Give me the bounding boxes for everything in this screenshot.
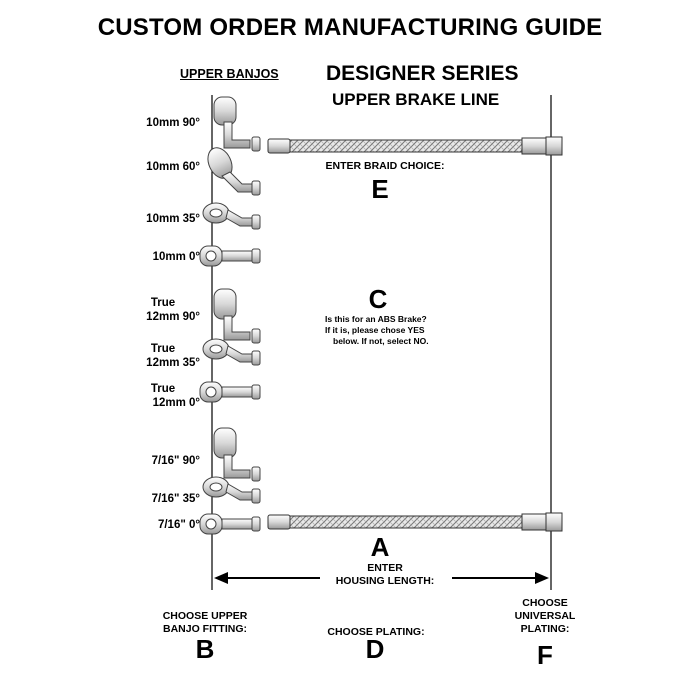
abs-note: Is this for an ABS Brake? If it is, plea… bbox=[325, 314, 429, 346]
banjo-label: 10mm 0° bbox=[152, 251, 200, 263]
banjo-label: 7/16" 35° bbox=[151, 493, 200, 505]
housing-length-letter: A bbox=[370, 532, 390, 562]
banjo-fitting-letter: B bbox=[195, 634, 215, 664]
banjo-label: 7/16" 90° bbox=[151, 455, 200, 467]
banjo-10mm-60-icon bbox=[207, 147, 261, 196]
banjo-label: 10mm 90° bbox=[146, 117, 200, 129]
braid-choice-letter: E bbox=[371, 174, 389, 204]
universal-plating-label: CHOOSE UNIVERSAL PLATING: bbox=[514, 597, 576, 635]
banjo-fitting-label: CHOOSE UPPER BANJO FITTING: bbox=[162, 610, 248, 635]
braid-choice-label: ENTER BRAID CHOICE: bbox=[325, 160, 445, 172]
page-title: CUSTOM ORDER MANUFACTURING GUIDE bbox=[97, 14, 603, 41]
banjo-12mm-0-icon bbox=[199, 381, 261, 403]
abs-letter: C bbox=[368, 284, 388, 314]
banjo-7-16-90-icon bbox=[213, 427, 261, 482]
banjo-7-16-0-icon bbox=[199, 513, 261, 535]
banjo-12mm-35-icon bbox=[202, 338, 261, 366]
series-title: DESIGNER SERIES bbox=[326, 62, 519, 85]
banjo-label: 10mm 35° bbox=[146, 213, 200, 225]
banjo-7-16-35-icon bbox=[202, 476, 261, 504]
banjo-10mm-35-icon bbox=[202, 202, 261, 230]
housing-length-arrow bbox=[214, 572, 549, 584]
banjo-10mm-0-icon bbox=[199, 245, 261, 267]
universal-plating-letter: F bbox=[537, 640, 553, 670]
upper-hose bbox=[267, 136, 563, 156]
banjo-label: 7/16" 0° bbox=[157, 519, 200, 531]
plating-letter: D bbox=[365, 634, 385, 664]
plating-label: CHOOSE PLATING: bbox=[327, 626, 425, 638]
series-subtitle: UPPER BRAKE LINE bbox=[332, 90, 500, 109]
banjo-label: 10mm 60° bbox=[146, 161, 200, 173]
lower-hose bbox=[267, 512, 563, 532]
banjo-12mm-90-icon bbox=[213, 288, 261, 344]
upper-banjos-heading: UPPER BANJOS bbox=[180, 67, 279, 81]
housing-length-label: ENTER HOUSING LENGTH: bbox=[335, 562, 435, 587]
banjo-10mm-90-icon bbox=[213, 96, 261, 152]
